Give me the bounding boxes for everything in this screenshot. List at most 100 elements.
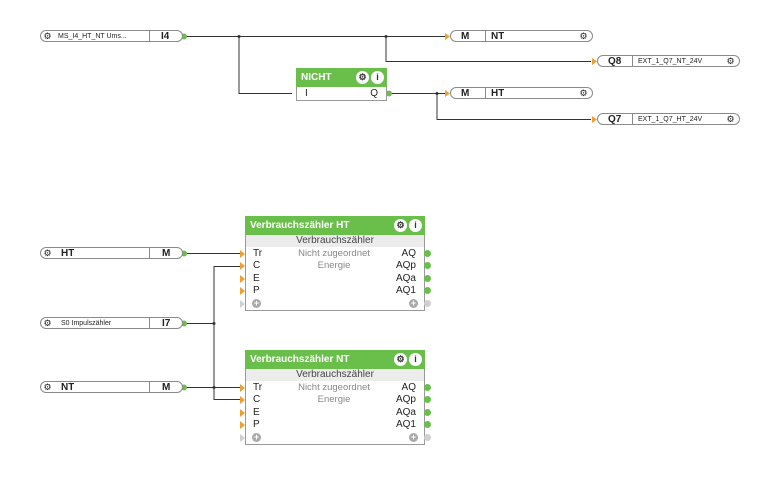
info-icon[interactable]: i (409, 219, 422, 232)
input-s0-label: S0 Impulszähler (61, 320, 112, 327)
pin-add[interactable] (240, 434, 245, 442)
divider (149, 382, 150, 392)
counter-ht-out-aq1: AQ1 (395, 285, 416, 296)
counter-nt-title: Verbrauchszähler NT (250, 354, 350, 365)
counter-nt-out-aq1: AQ1 (395, 419, 416, 430)
divider (485, 88, 486, 98)
counter-nt-in-p: P (253, 419, 260, 430)
divider (632, 114, 633, 124)
pin-aqp[interactable] (424, 396, 431, 403)
gear-icon[interactable]: ⚙ (43, 318, 52, 328)
nicht-block-header: NICHT ⚙ i (296, 68, 387, 87)
counter-nt-note2: Energie (317, 394, 351, 405)
counter-ht-in-c: C (253, 260, 261, 271)
counter-block-ht[interactable]: Verbrauchszähler HT ⚙ i Verbrauchszähler… (245, 216, 425, 311)
nicht-block[interactable]: NICHT ⚙ i I Q (296, 68, 387, 101)
pin-c[interactable] (240, 396, 245, 404)
counter-ht-note1: Nicht zugeordnet (298, 248, 370, 259)
pin-aq[interactable] (424, 384, 431, 391)
gear-icon[interactable]: ⚙ (579, 31, 588, 41)
gear-icon[interactable]: ⚙ (726, 114, 735, 124)
gear-icon[interactable]: ⚙ (356, 71, 369, 84)
nicht-input-label: I (305, 88, 308, 99)
input-nt[interactable]: ⚙ NT M (40, 381, 183, 393)
divider (632, 56, 633, 66)
pin-aqp[interactable] (424, 262, 431, 269)
pin-add-out[interactable] (424, 300, 431, 307)
counter-block-nt[interactable]: Verbrauchszähler NT ⚙ i Verbrauchszähler… (245, 350, 425, 445)
counter-nt-out-aqp: AQp (395, 394, 416, 405)
counter-nt-header: Verbrauchszähler NT ⚙ i (245, 350, 425, 369)
add-output-icon[interactable]: + (409, 432, 418, 442)
input-s0-port: I7 (162, 317, 171, 329)
info-icon[interactable]: i (371, 71, 384, 84)
wire-nt-to-q8 (385, 36, 591, 62)
divider (149, 31, 150, 41)
counter-nt-in-c: C (253, 394, 261, 405)
nicht-block-title: NICHT (301, 72, 332, 83)
divider (485, 31, 486, 41)
counter-ht-header: Verbrauchszähler HT ⚙ i (245, 216, 425, 235)
pin-e[interactable] (240, 275, 245, 283)
gear-icon[interactable]: ⚙ (394, 219, 407, 232)
counter-ht-in-tr: Tr (253, 248, 263, 259)
gear-icon[interactable]: ⚙ (579, 88, 588, 98)
gear-icon[interactable]: ⚙ (394, 353, 407, 366)
output-m-ht-label: HT (491, 87, 505, 99)
input-ht[interactable]: ⚙ HT M (40, 247, 183, 259)
input-ht-label: HT (61, 247, 75, 259)
info-icon[interactable]: i (409, 353, 422, 366)
pin-aqa[interactable] (424, 409, 431, 416)
counter-ht-title: Verbrauchszähler HT (250, 220, 350, 231)
add-output-icon[interactable]: + (409, 298, 418, 308)
output-q7[interactable]: Q7 EXT_1_Q7_HT_24V ⚙ (597, 113, 740, 125)
pin-aq1[interactable] (424, 287, 431, 294)
add-input-icon[interactable]: + (252, 432, 261, 442)
gear-icon[interactable]: ⚙ (43, 31, 52, 41)
wire-s0-to-c1 (185, 266, 240, 324)
input-ms-i4-label: MS_I4_HT_NT Ums... (58, 33, 127, 40)
pin-tr[interactable] (240, 250, 245, 258)
input-nt-port: M (162, 381, 171, 393)
output-q7-label: EXT_1_Q7_HT_24V (638, 116, 703, 123)
pin-c[interactable] (240, 262, 245, 270)
input-ht-port: M (162, 247, 171, 259)
pin-tr[interactable] (240, 384, 245, 392)
wire-nicht-to-q7 (436, 93, 591, 120)
output-m-nt[interactable]: M NT ⚙ (450, 30, 593, 42)
counter-nt-subtitle: Verbrauchszähler (246, 369, 424, 381)
counter-nt-in-e: E (253, 407, 260, 418)
wire-i4-to-nicht (238, 36, 292, 94)
pin-aqa[interactable] (424, 275, 431, 282)
pin-aq[interactable] (424, 250, 431, 257)
pin-aq1[interactable] (424, 421, 431, 428)
gear-icon[interactable]: ⚙ (43, 248, 52, 258)
add-input-icon[interactable]: + (252, 298, 261, 308)
gear-icon[interactable]: ⚙ (43, 382, 52, 392)
pin-add[interactable] (240, 300, 245, 308)
input-s0[interactable]: ⚙ S0 Impulszähler I7 (40, 317, 183, 329)
output-m-ht[interactable]: M HT ⚙ (450, 87, 593, 99)
pin-p[interactable] (240, 287, 245, 295)
counter-ht-note2: Energie (317, 260, 351, 271)
pin-p[interactable] (240, 421, 245, 429)
divider (149, 318, 150, 328)
counter-ht-in-e: E (253, 273, 260, 284)
input-nt-label: NT (61, 381, 75, 393)
output-q8[interactable]: Q8 EXT_1_Q7_NT_24V ⚙ (597, 55, 740, 67)
counter-ht-out-aqp: AQp (395, 260, 416, 271)
counter-ht-out-aqa: AQa (395, 273, 416, 284)
counter-ht-in-p: P (253, 285, 260, 296)
output-q8-label: EXT_1_Q7_NT_24V (638, 58, 703, 65)
output-q8-port: Q8 (608, 55, 622, 67)
pin-add-out[interactable] (424, 434, 431, 441)
input-ms-i4[interactable]: ⚙ MS_I4_HT_NT Ums... I4 (40, 30, 183, 42)
counter-ht-subtitle: Verbrauchszähler (246, 235, 424, 247)
output-m-nt-label: NT (491, 30, 505, 42)
counter-ht-out-aq: AQ (401, 248, 416, 259)
gear-icon[interactable]: ⚙ (726, 56, 735, 66)
nicht-output-label: Q (370, 88, 378, 99)
counter-nt-note1: Nicht zugeordnet (298, 382, 370, 393)
pin-e[interactable] (240, 409, 245, 417)
output-m-ht-port: M (461, 87, 470, 99)
